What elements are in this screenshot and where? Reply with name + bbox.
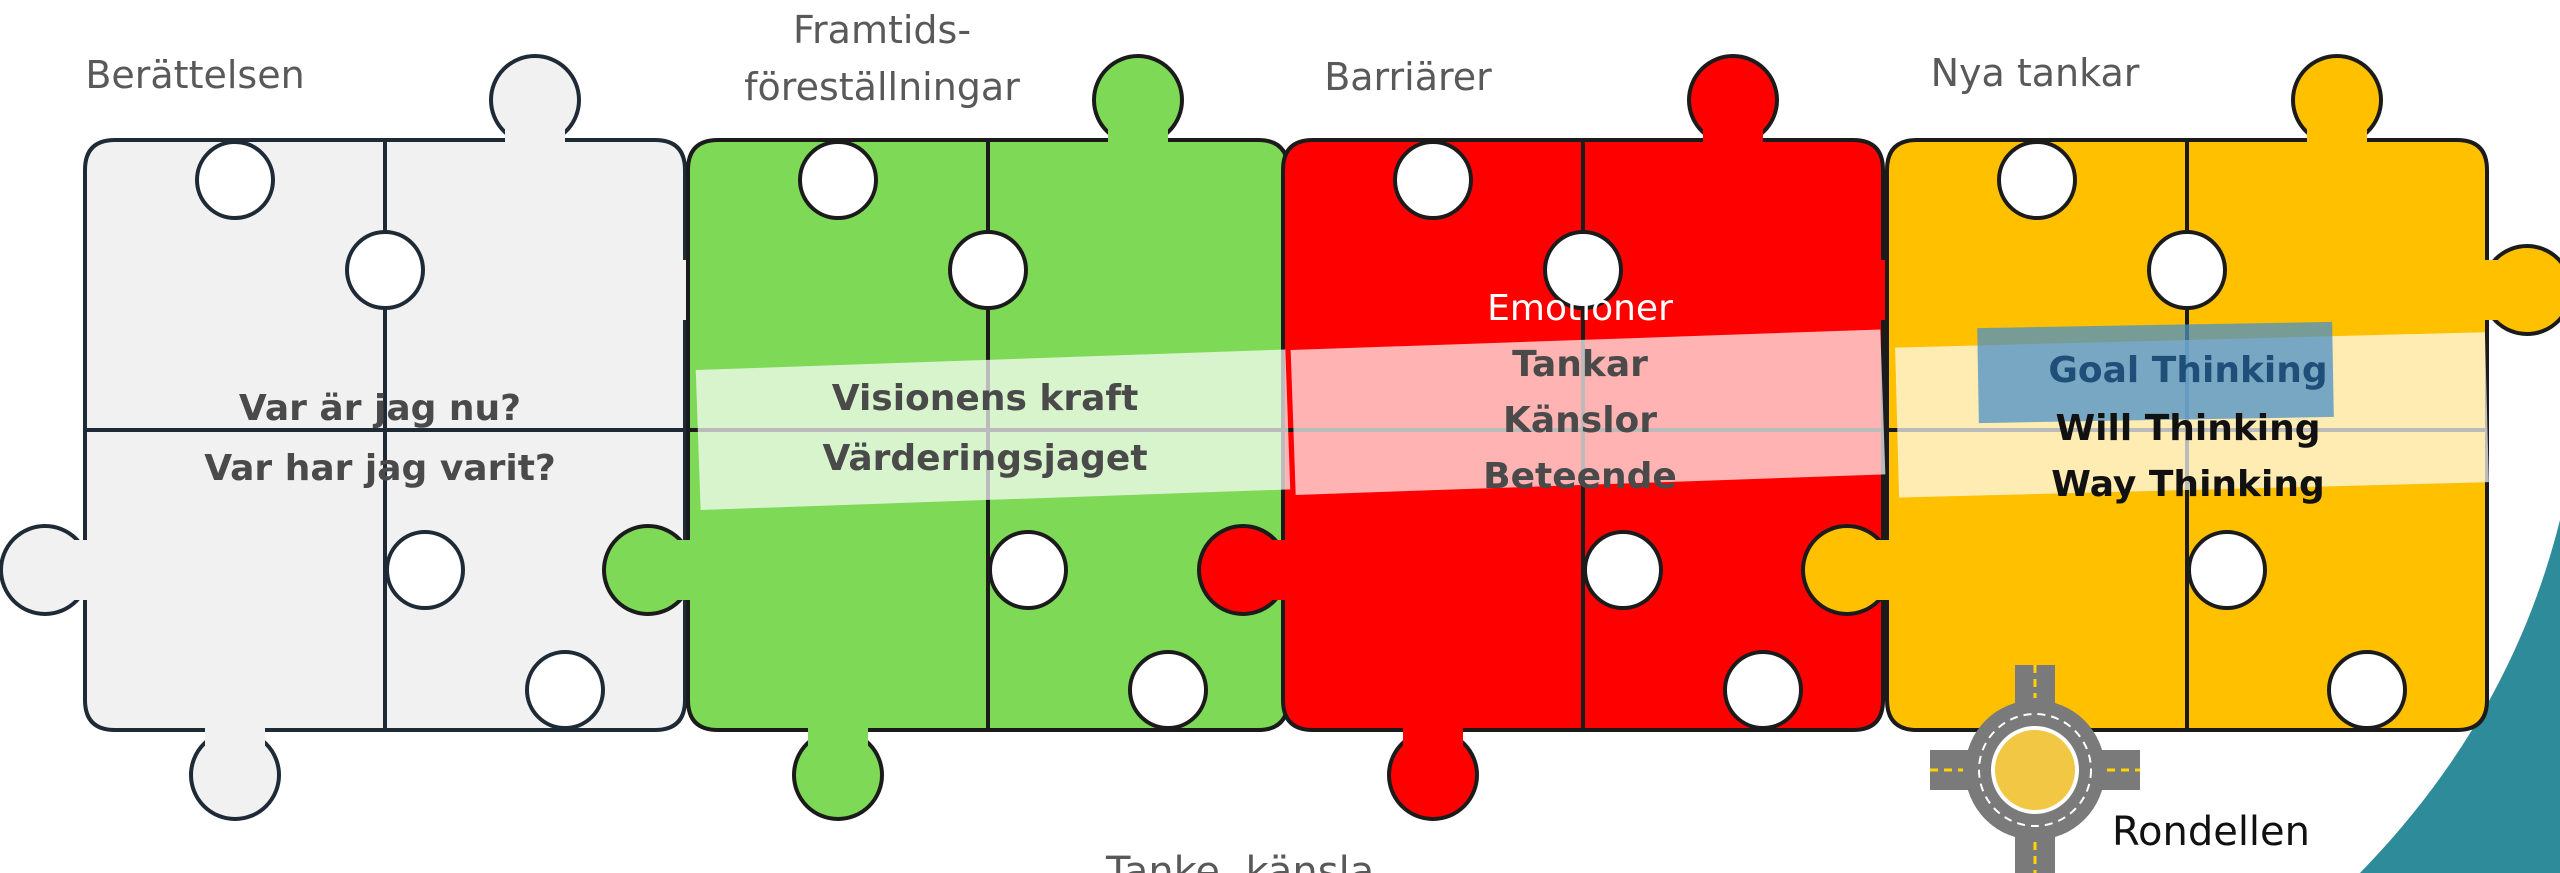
footer-text: Tanke, känsla, ...	[1105, 849, 1438, 873]
puzzle-hole	[385, 530, 465, 610]
puzzle-hole	[948, 230, 1028, 310]
puzzle-hole	[1543, 230, 1623, 310]
puzzle-hole	[1723, 650, 1803, 730]
section-heading: Berättelsen	[85, 53, 304, 97]
puzzle-hole	[2147, 230, 2227, 310]
roundabout-label: Rondellen	[2112, 809, 2310, 855]
puzzle-hole	[2327, 650, 2407, 730]
puzzle-hole	[1997, 140, 2077, 220]
puzzle-hole	[1583, 530, 1663, 610]
puzzle-hole	[1128, 650, 1208, 730]
section-heading: Barriärer	[1324, 55, 1492, 99]
section-text: Goal Thinking	[2048, 350, 2327, 391]
section-text: Way Thinking	[2051, 464, 2324, 505]
section-heading: föreställningar	[744, 65, 1020, 109]
section-text: Värderingsjaget	[822, 438, 1147, 479]
section-heading: Nya tankar	[1931, 51, 2140, 95]
section-text: Emotioner	[1487, 288, 1673, 329]
puzzle-hole	[345, 230, 425, 310]
section-text: Visionens kraft	[832, 378, 1139, 419]
section-text: Beteende	[1483, 456, 1677, 497]
section-text: Var har jag varit?	[204, 448, 556, 489]
puzzle-group-berattelsen	[0, 54, 771, 821]
puzzle-hole	[2187, 530, 2267, 610]
tape-strip	[1290, 329, 1886, 495]
puzzle-hole	[988, 530, 1068, 610]
tape-strip	[695, 349, 1291, 510]
goal-tape	[1977, 321, 2334, 424]
section-text: Tankar	[1512, 344, 1648, 385]
section-text: Var är jag nu?	[239, 388, 521, 429]
puzzle-hole	[525, 650, 605, 730]
section-text: Will Thinking	[2055, 408, 2320, 449]
section-text: Känslor	[1503, 400, 1657, 441]
section-heading: Framtids-	[793, 8, 971, 52]
teal-corner-shape	[2360, 520, 2560, 873]
roundabout-icon	[1930, 665, 2140, 873]
puzzle-hole	[195, 140, 275, 220]
puzzle-hole	[798, 140, 878, 220]
puzzle-hole	[1393, 140, 1473, 220]
